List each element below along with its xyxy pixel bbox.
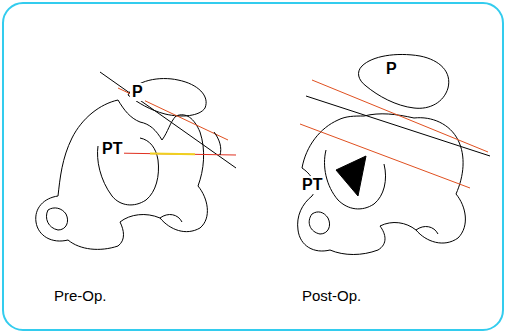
view-caption: Pre-Op. [52, 287, 109, 304]
view-caption: Post-Op. [300, 287, 363, 304]
tilt-line [300, 124, 470, 188]
part-label: PT [100, 140, 124, 158]
pre-op-knee [36, 79, 208, 250]
condyle-detail [309, 212, 329, 234]
tilt-line-highlight [150, 153, 195, 156]
part-label: PT [300, 176, 324, 194]
angle-arc [214, 132, 221, 155]
patella-outline [359, 54, 449, 108]
condyle-detail [46, 208, 67, 230]
patella-outline [128, 79, 206, 116]
patella-axis-line [312, 80, 488, 152]
reference-line [100, 72, 236, 168]
trochlea-groove [98, 138, 159, 205]
trochlea-groove [325, 150, 386, 209]
condyle-detail [160, 215, 182, 222]
reference-line [306, 96, 490, 156]
condyle-detail [416, 227, 438, 234]
panel-border [3, 3, 503, 330]
tilt-line [112, 153, 236, 155]
part-label: P [384, 60, 399, 78]
femur-outline [36, 100, 208, 249]
osteotomy-wedge [336, 156, 366, 196]
femur-outline [298, 114, 466, 255]
part-label: P [130, 83, 145, 101]
